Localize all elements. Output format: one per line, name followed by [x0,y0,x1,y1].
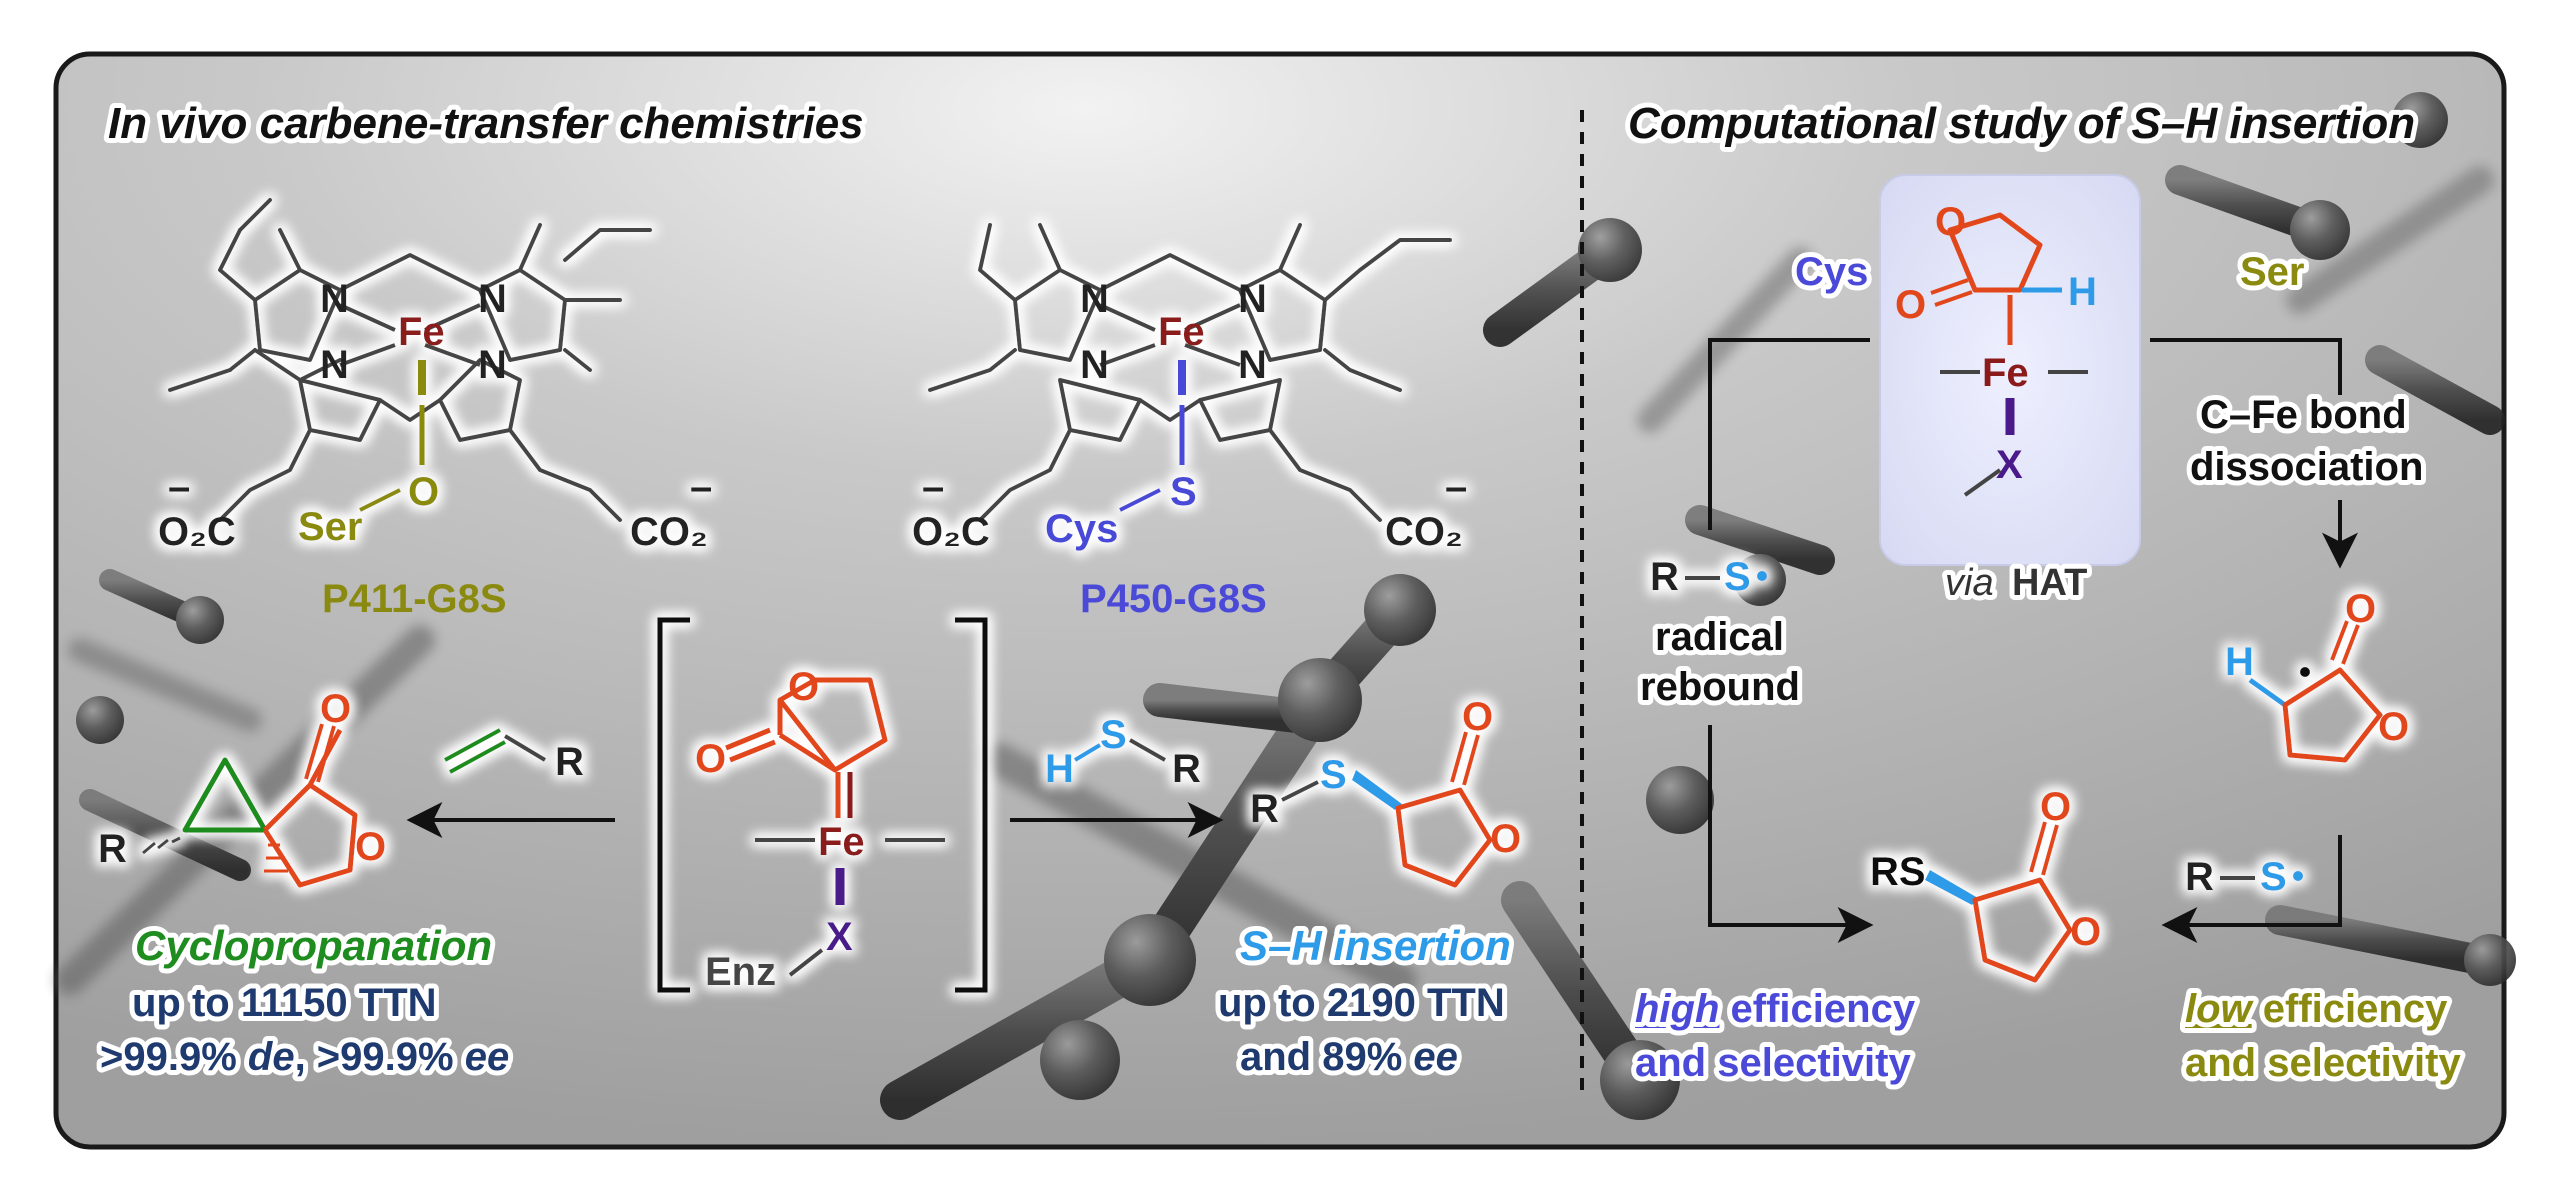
mech-cfe-1: C–Fe bond [2200,393,2407,437]
mech-ser: Ser [2240,250,2305,294]
mech-low-path-arrow [2161,835,2342,943]
cp-o-ring: O [355,825,386,869]
heme1-n3: N [320,343,349,387]
mech-right-o-ring: O [2378,705,2409,749]
mech-product-o-ring: O [2070,910,2101,954]
heme1-n1: N [320,277,349,321]
cp-r: R [98,827,127,871]
thiol-reagent: H S R [1045,713,1201,791]
heme1-fe: Fe [398,310,445,354]
heme2-n1: N [1080,277,1109,321]
cp-o-carbonyl: O [320,687,351,731]
heme1-ser: Ser [298,505,363,549]
mech-rebound-1: radical [1655,615,1784,659]
mech-radical2-r: R [2185,855,2214,899]
mech-left-radical: R S [1650,555,1767,599]
heme1-charge-right: – [690,465,712,509]
sh-insertion-product: R S O O [1250,695,1521,888]
sh-insertion-label: S–H insertion [1240,922,1511,969]
mech-radical-s: S [1724,555,1751,599]
mech-via: via [1945,562,1994,604]
mech-center-o-ring: O [1935,200,1966,244]
radical-dot-icon [2293,871,2303,881]
heme2-cys: Cys [1045,507,1118,551]
carbene-enz: Enz [705,950,776,994]
carbene-o-carbonyl: O [695,737,726,781]
sh-insertion-ttn: up to 2190 TTN [1218,981,1505,1025]
heme1-o: O [408,470,439,514]
mech-cfe-2: dissociation [2190,445,2423,489]
sh-o-carbonyl: O [1462,695,1493,739]
sh-s: S [1320,753,1347,797]
thiol-s: S [1100,713,1127,757]
heme2-fe: Fe [1158,310,1205,354]
alkene-reagent: R [444,728,584,784]
mech-center-x: X [1996,443,2023,487]
cyclopropanation-selectivity: >99.9% de, >99.9% ee [100,1035,509,1079]
heme2-n3: N [1080,343,1109,387]
cyclopropane-product: O O R [98,687,386,888]
thiol-r: R [1172,747,1201,791]
sh-o-ring: O [1490,817,1521,861]
p411-label: P411-G8S [322,577,507,621]
mech-center-fe: Fe [1982,351,2029,395]
mech-product-rs: RS [1870,850,1926,894]
heme2-co2-right: CO₂ [1385,510,1463,554]
mech-left-branch-line [1708,338,1870,530]
mech-center-panel [1879,174,2141,566]
mech-high-selectivity: and selectivity [1635,1041,1911,1085]
heme2-co2-left: O₂C [912,510,990,554]
mech-center-complex: O O H Fe X [1895,200,2097,497]
mech-low-selectivity: and selectivity [2185,1041,2461,1085]
sh-r: R [1250,787,1279,831]
heme1-n2: N [478,277,507,321]
heme2-n4: N [1238,343,1267,387]
iron-carbene-intermediate: O O Fe X Enz [657,617,988,994]
mech-radical-r: R [1650,555,1679,599]
right-panel-title: Computational study of S–H insertion [1628,99,2415,148]
heme2-charge-left: – [922,465,944,509]
sh-insertion-selectivity: and 89% ee [1240,1035,1458,1079]
alkene-r: R [555,740,584,784]
carbene-x: X [826,915,853,959]
heme1-charge-left: – [168,465,190,509]
mech-right-branch-line [2150,338,2342,395]
heme1-co2-left: O₂C [158,510,236,554]
heme-p411: N N N N Fe O Ser O₂C – CO₂ – [158,198,712,554]
heme2-s: S [1170,470,1197,514]
mech-rebound-2: rebound [1640,665,1800,709]
mech-product-o-carbonyl: O [2040,785,2071,829]
carbene-fe: Fe [818,820,865,864]
mech-hat: HAT [2012,562,2087,604]
mech-high-efficiency: high efficiency [1635,987,1916,1031]
mech-right-h: H [2225,640,2254,684]
heme1-co2-right: CO₂ [630,510,708,554]
radical-dot-icon [1757,571,1767,581]
thiol-h: H [1045,747,1074,791]
heme-p450: N N N N Fe S Cys O₂C – CO₂ – [912,223,1467,554]
mech-lactone-radical: H O O [2225,587,2409,763]
mech-right-o-carbonyl: O [2345,587,2376,631]
cyclopropanation-ttn: up to 11150 TTN [132,981,437,1025]
mech-product: RS O O [1870,785,2101,983]
mech-right-radical: R S [2185,855,2303,899]
mech-low-efficiency: low efficiency [2185,987,2448,1031]
cyclopropanation-label: Cyclopropanation [135,922,492,969]
left-panel-title: In vivo carbene-transfer chemistries [108,99,864,148]
mech-cys: Cys [1795,250,1868,294]
mech-radical2-s: S [2260,855,2287,899]
heme2-n2: N [1238,277,1267,321]
radical-dot-icon [2300,667,2310,677]
heme2-charge-right: – [1445,465,1467,509]
mech-rebound-arrow [1708,725,1874,943]
carbene-o-ring: O [788,665,819,709]
mech-center-h: H [2068,270,2097,314]
heme1-n4: N [478,343,507,387]
mech-center-o-carbonyl: O [1895,283,1926,327]
p450-label: P450-G8S [1080,577,1267,621]
